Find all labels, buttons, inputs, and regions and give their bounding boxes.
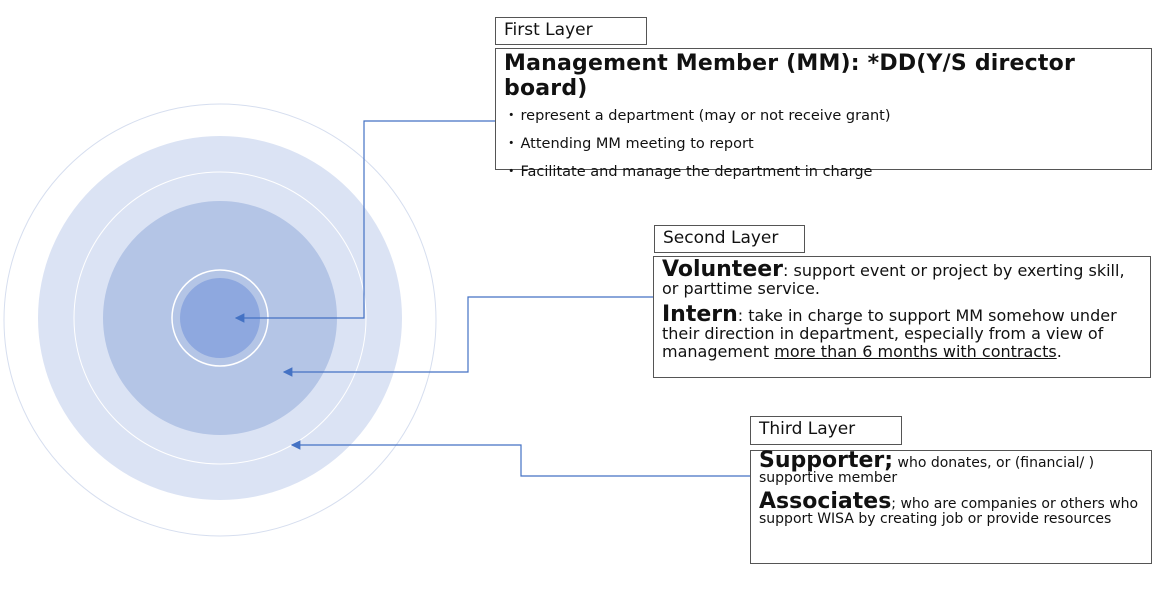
third-layer-content-box: Supporter; who donates, or (financial/ )… bbox=[750, 450, 1152, 564]
second-layer-content-box: Volunteer: support event or project by e… bbox=[653, 256, 1151, 378]
associates-entry: Associates; who are companies or others … bbox=[759, 491, 1143, 527]
intern-text-end: . bbox=[1056, 342, 1062, 361]
intern-text: : take in charge to support MM somehow u… bbox=[662, 306, 1117, 361]
intern-underlined-text: more than 6 months with contracts bbox=[774, 342, 1057, 361]
intern-term: Intern bbox=[662, 302, 738, 327]
first-layer-circle bbox=[180, 278, 260, 358]
first-layer-label-box: First Layer bbox=[495, 17, 647, 45]
intern-entry: Intern: take in charge to support MM som… bbox=[662, 304, 1142, 361]
supporter-term: Supporter; bbox=[759, 448, 894, 473]
middle-faint-ring bbox=[73, 171, 367, 465]
first-layer-content-box: Management Member (MM): *DD(Y/S director… bbox=[495, 48, 1152, 180]
list-item: Attending MM meeting to report bbox=[504, 135, 1143, 153]
connector-first-layer bbox=[234, 120, 496, 323]
list-item: represent a department (may or not recei… bbox=[504, 107, 1143, 125]
supporter-text: who donates, or (financial/ ) supportive… bbox=[759, 455, 1095, 486]
volunteer-entry: Volunteer: support event or project by e… bbox=[662, 259, 1142, 298]
connector-third-layer bbox=[290, 440, 751, 477]
first-layer-heading: Management Member (MM): *DD(Y/S director… bbox=[504, 51, 1075, 101]
list-item: Facilitate and manage the department in … bbox=[504, 163, 1143, 181]
volunteer-text: : support event or project by exerting s… bbox=[662, 261, 1125, 298]
volunteer-term: Volunteer bbox=[662, 257, 784, 282]
associates-text: ; who are companies or others who suppor… bbox=[759, 496, 1139, 527]
first-layer-bullets: represent a department (may or not recei… bbox=[504, 107, 1143, 181]
outer-faint-ring bbox=[3, 103, 437, 537]
supporter-entry: Supporter; who donates, or (financial/ )… bbox=[759, 450, 1143, 486]
connector-second-layer bbox=[282, 296, 654, 377]
second-layer-label-box: Second Layer bbox=[654, 225, 805, 253]
second-layer-label: Second Layer bbox=[663, 228, 779, 248]
third-layer-label: Third Layer bbox=[759, 419, 856, 439]
first-layer-label: First Layer bbox=[504, 20, 593, 40]
associates-term: Associates bbox=[759, 489, 892, 514]
third-layer-label-box: Third Layer bbox=[750, 416, 902, 445]
